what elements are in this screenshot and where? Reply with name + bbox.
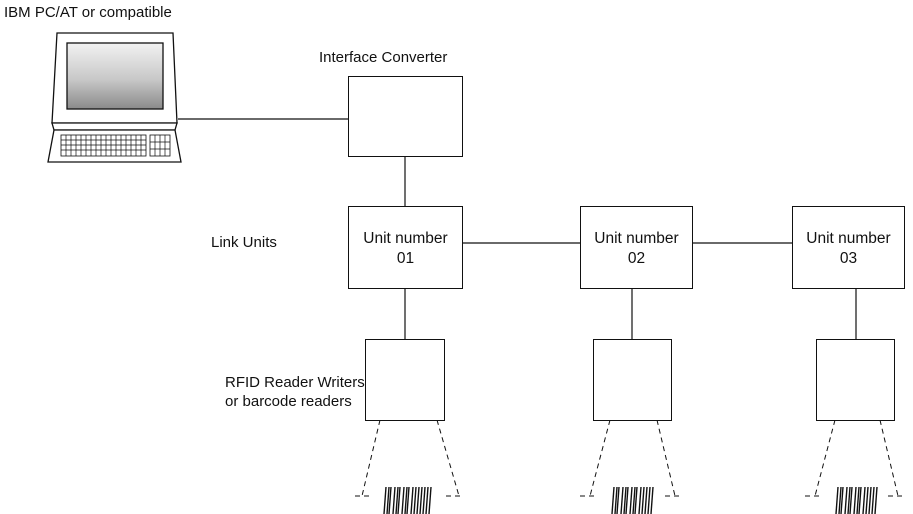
interface-converter-box (348, 76, 463, 157)
link-unit-01: Unit number 01 (348, 206, 463, 289)
unit-title: Unit number (363, 229, 448, 247)
unit-number: 03 (839, 249, 858, 267)
unit-number: 01 (396, 249, 415, 267)
link-unit-02: Unit number 02 (580, 206, 693, 289)
unit-title: Unit number (806, 229, 891, 247)
reader-beam-2 (580, 419, 681, 497)
reader-beam-3 (805, 419, 904, 497)
readers-label-line2: or barcode readers (225, 393, 352, 410)
barcode-icon (383, 486, 432, 514)
unit-number: 02 (627, 249, 646, 267)
readers-label-line1: RFID Reader Writers (225, 374, 365, 391)
link-units-label: Link Units (211, 234, 277, 251)
barcode-icon (611, 486, 654, 514)
converter-label: Interface Converter (319, 49, 448, 66)
link-unit-03: Unit number 03 (792, 206, 905, 289)
reader-beam-1 (355, 419, 462, 497)
reader-writer-box-3 (816, 339, 895, 421)
computer-icon (47, 32, 182, 163)
reader-writer-box-1 (365, 339, 445, 421)
reader-writer-box-2 (593, 339, 672, 421)
computer-label: IBM PC/AT or compatible (4, 4, 172, 21)
barcode-icon (835, 486, 878, 514)
unit-title: Unit number (594, 229, 679, 247)
